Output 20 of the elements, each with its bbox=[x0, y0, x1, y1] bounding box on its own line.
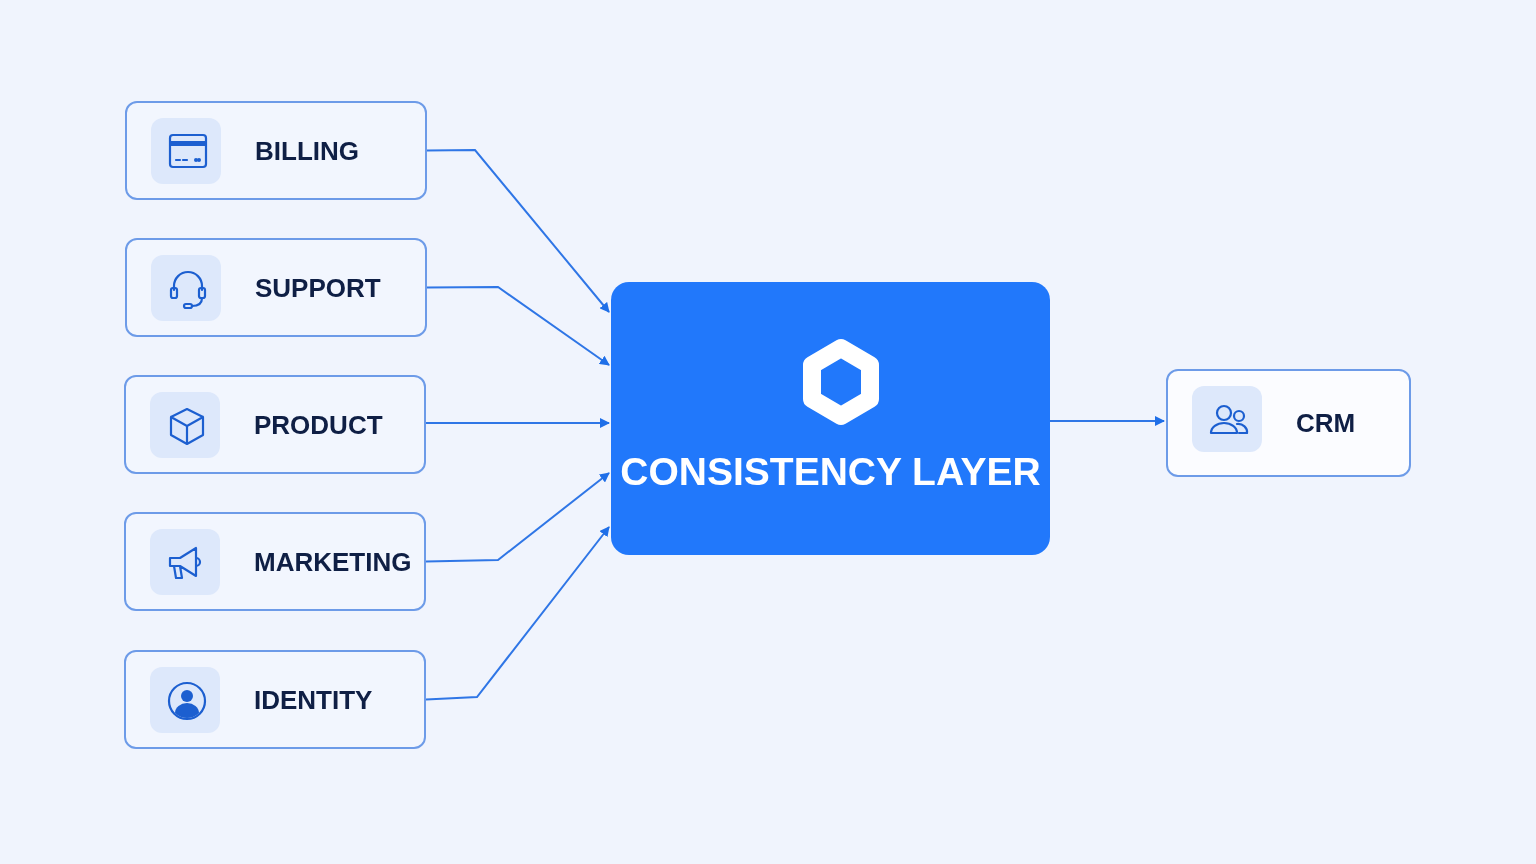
arrow bbox=[1049, 416, 1165, 426]
node-label: MARKETING bbox=[254, 546, 412, 577]
arrow bbox=[426, 286, 610, 366]
arrow bbox=[425, 418, 610, 428]
node-label: CRM bbox=[1296, 407, 1356, 439]
node-label: BILLING bbox=[255, 135, 359, 166]
arrow bbox=[426, 149, 610, 313]
node-label: IDENTITY bbox=[254, 684, 373, 715]
system-card bbox=[124, 650, 426, 749]
system-card bbox=[125, 101, 427, 200]
arrow bbox=[425, 472, 610, 563]
node-label: SUPPORT bbox=[255, 272, 381, 303]
hub-box bbox=[611, 282, 1050, 555]
arrow bbox=[425, 526, 610, 701]
node-label: CONSISTENCY LAYER bbox=[619, 450, 1042, 494]
node-label: PRODUCT bbox=[254, 409, 383, 440]
system-card bbox=[124, 375, 426, 474]
system-card bbox=[124, 512, 426, 611]
system-card bbox=[125, 238, 427, 337]
system-card bbox=[1166, 369, 1411, 477]
